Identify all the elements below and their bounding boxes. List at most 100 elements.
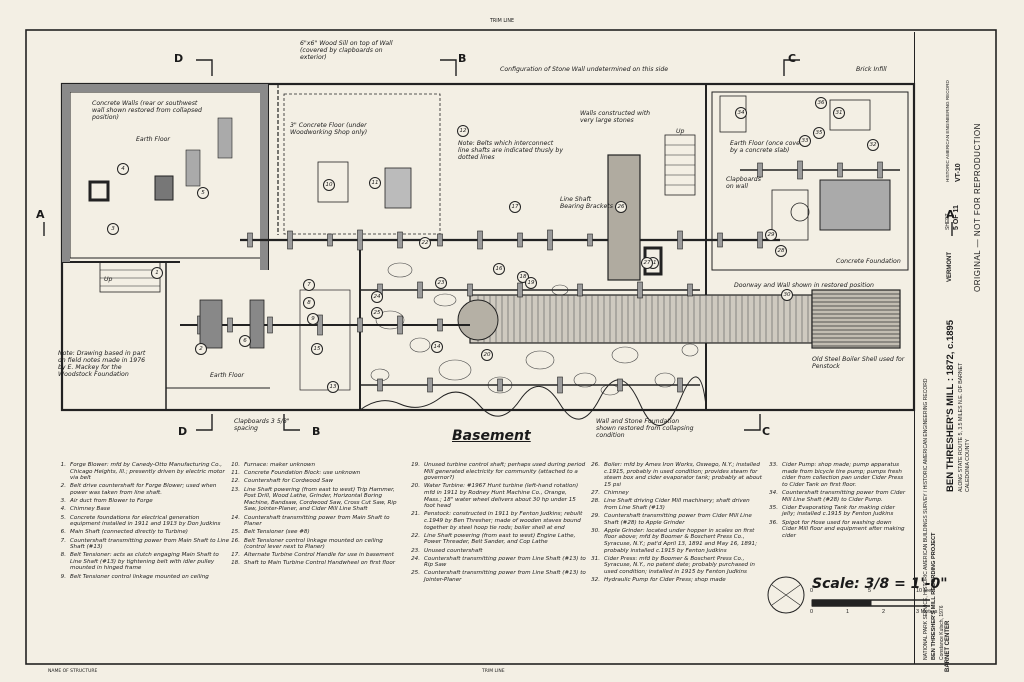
callout-5: 5: [197, 187, 209, 199]
legend-number: 16.: [231, 537, 240, 544]
callout-13: 13: [327, 381, 339, 393]
legend-text: Belt Tensioner (see #8): [244, 529, 310, 536]
callout-8: 8: [303, 297, 315, 309]
legend-text: Air duct from Blower to Forge: [70, 498, 153, 505]
legend-number: 19.: [411, 462, 420, 468]
pulley: [417, 281, 423, 299]
legend-item: 16.Belt Tensioner control linkage mounte…: [228, 538, 404, 551]
legend-item: 10.Furnace: maker unknown: [228, 462, 404, 469]
callout-4: 4: [117, 163, 129, 175]
callout-16: 16: [493, 263, 505, 275]
pulley: [577, 283, 583, 297]
pulley: [547, 229, 553, 251]
pulley: [247, 232, 253, 248]
legend-number: 10.: [231, 462, 240, 468]
legend-text: Spigot for Hose used for washing down Ci…: [782, 519, 905, 539]
legend-number: 13.: [231, 486, 240, 493]
legend-text: Alternate Turbine Control Handle for use…: [244, 552, 394, 559]
pulley: [837, 162, 843, 178]
legend-item: 28.Line Shaft driving Cider Mill machine…: [588, 498, 764, 511]
note-clapboards-wall: Clapboards on wall: [726, 176, 761, 190]
legend-item: 35.Cider Evaporating Tank for making cid…: [766, 505, 906, 518]
legend-text: Chimney Base: [70, 506, 111, 513]
legend-number: 24.: [411, 555, 420, 562]
legend-item: 26.Boiler: mfd by Ames Iron Works, Osweg…: [588, 462, 764, 488]
callout-35: 35: [813, 127, 825, 139]
legend-item: 31. Cider Press: mfd by Boomer & Boschert…: [588, 556, 764, 576]
callout-3: 3: [107, 223, 119, 235]
note-earth-floor-slab: Earth Floor (once covered by a concrete …: [730, 140, 811, 154]
legend-item: 20.Water Turbine: #1967 Hunt turbine (le…: [408, 483, 586, 509]
legend-item: 36.Spigot for Hose used for washing down…: [766, 520, 906, 540]
pulley: [357, 229, 363, 251]
legend-number: 2.: [60, 483, 66, 490]
callout-36: 36: [815, 97, 827, 109]
title-county: CALEDONIA COUNTY: [965, 438, 971, 492]
callout-31: 31: [833, 107, 845, 119]
section-marker-d-bottom: D: [178, 425, 188, 438]
callout-14: 14: [431, 341, 443, 353]
callout-15: 15: [311, 343, 323, 355]
scale-value: 3/8 = 1'-0": [864, 576, 948, 592]
penstock: [457, 289, 901, 349]
legend-number: 5.: [60, 514, 66, 521]
legend-text: Concrete Foundation Block: use unknown: [244, 470, 361, 477]
legend-text: Countershaft transmitting power from Lin…: [424, 570, 586, 584]
title-address: ALONG STATE ROUTE 5, 3.5 MILES N.E. OF B…: [958, 362, 964, 492]
note-drawing-based: Note: Drawing based in part on field not…: [58, 350, 146, 378]
legend-item: 33.Cider Pump: shop made; pump apparatus…: [766, 462, 906, 488]
legend-number: 6.: [60, 529, 66, 536]
section-marker-a-left: A: [36, 208, 45, 221]
pulley: [477, 230, 483, 250]
note-wall-stone-foundation: Wall and Stone Foundation shown restored…: [596, 418, 694, 439]
scale-m-tick-2: 2: [882, 609, 886, 615]
legend-text: Countershaft transmitting power from Mai…: [70, 537, 230, 551]
callout-1: 1: [151, 267, 163, 279]
legend-text: Shaft to Main Turbine Control Handwheel …: [244, 560, 396, 567]
legend-number: 4.: [60, 506, 66, 513]
section-marker-c-top: C: [788, 52, 797, 65]
scale-m-tick-0: 0: [810, 609, 814, 615]
legend-item: 27.Chimney: [588, 490, 764, 497]
legend-item: 32.Hydraulic Pump for Cider Press; shop …: [588, 577, 764, 584]
callout-25: 25: [371, 307, 383, 319]
legend-text: Countershaft transmitting power from Cid…: [782, 489, 906, 503]
legend-number: 17.: [231, 552, 240, 559]
legend-item: 7.Countershaft transmitting power from M…: [54, 538, 230, 551]
legend-item: 6.Main Shaft (connected directly to Turb…: [54, 529, 230, 536]
note-concrete-foundation: Concrete Foundation: [836, 258, 901, 265]
pulley: [437, 233, 443, 247]
pulley: [617, 378, 623, 392]
legend-text: Line Shaft powering (from east to west) …: [424, 532, 576, 546]
legend-item: 30.Apple Grinder: located under hopper i…: [588, 528, 764, 554]
callout-33: 33: [799, 135, 811, 147]
note-line-shaft-brackets: Line Shaft Bearing Brackets: [560, 196, 613, 210]
note-doorway: Doorway and Wall shown in restored posit…: [734, 282, 874, 289]
legend-item: 24.Countershaft transmitting power from …: [408, 556, 586, 569]
title-sheet-number: 5 OF 11: [953, 205, 960, 230]
section-cut-lines: [43, 59, 953, 431]
title-town: BARNET CENTER: [945, 620, 951, 672]
pulley: [677, 230, 683, 250]
callout-11: 11: [369, 177, 381, 189]
scale-m-tick-1: 1: [846, 609, 850, 615]
note-up-1: Up: [676, 128, 685, 135]
title-agency: NATIONAL PARK SERVICE, HISTORIC AMERICAN…: [923, 378, 929, 660]
legend-text: Concrete foundations for electrical gene…: [70, 514, 221, 528]
legend-text: Chimney: [604, 489, 629, 496]
legend-item: 14.Countershaft transmitting power from …: [228, 515, 404, 528]
note-concrete-walls: Concrete Walls (rear or southwest wall s…: [92, 100, 202, 121]
legend-number: 14.: [231, 514, 240, 521]
title-original: ORIGINAL — NOT FOR REPRODUCTION: [973, 123, 982, 292]
callout-7: 7: [303, 279, 315, 291]
legend-item: 23.Unused countershaft: [408, 548, 586, 555]
pulley: [317, 314, 323, 336]
legend-item: 3.Air duct from Blower to Forge: [54, 498, 230, 505]
pulley: [557, 376, 563, 394]
legend-number: 35.: [769, 504, 778, 511]
title-state: VERMONT: [947, 252, 953, 282]
note-clapboards-spacing: Clapboards 3 5/8" spacing: [234, 418, 290, 432]
legend-text: Cider Press: mfd by Boomer & Boschert Pr…: [604, 555, 755, 575]
legend-number: 31.: [591, 555, 600, 562]
pulley: [687, 283, 693, 297]
